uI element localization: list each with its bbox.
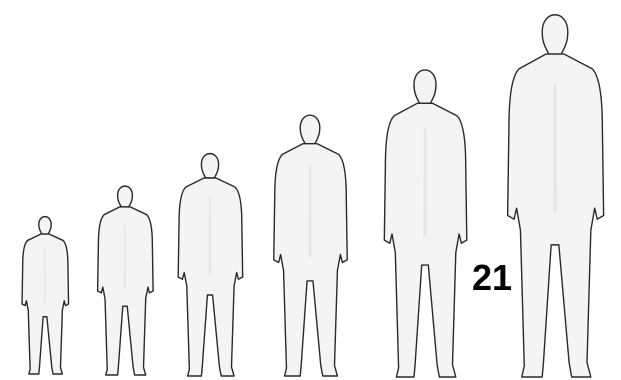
man-figure-3 — [178, 154, 243, 376]
man-figure-1 — [22, 217, 69, 374]
man-figure-5 — [384, 70, 467, 377]
caption-number: 21 — [472, 258, 512, 298]
man-figure-2 — [98, 186, 153, 375]
man-figure-4 — [274, 115, 348, 376]
man-figure-6 — [508, 15, 604, 377]
